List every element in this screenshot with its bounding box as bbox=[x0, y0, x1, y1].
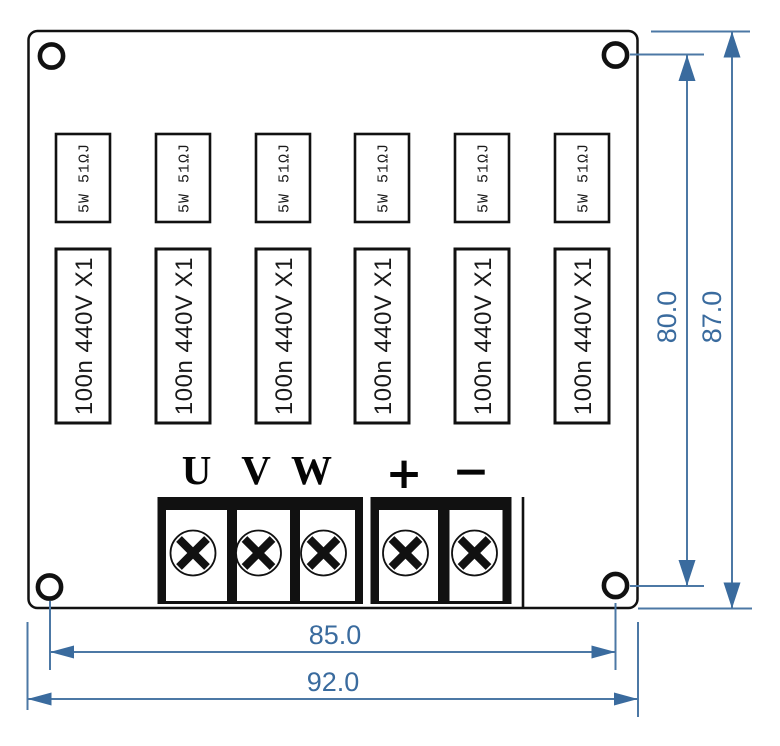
resistor-body bbox=[54, 132, 112, 224]
mounting-hole-top-right bbox=[601, 41, 630, 69]
capacitor-body bbox=[54, 247, 112, 425]
dimension-85: 85.0 bbox=[50, 620, 616, 659]
arrow-down-icon bbox=[723, 582, 741, 609]
dimension-87: 87.0 bbox=[697, 31, 741, 609]
capacitor-4: 100n 440V X1 bbox=[353, 247, 411, 425]
screw-minus bbox=[451, 529, 498, 577]
resistor-label: 5W 51ΩJ bbox=[576, 143, 593, 213]
resistor-2: 5W 51ΩJ bbox=[154, 132, 212, 224]
capacitor-label: 100n 440V X1 bbox=[171, 257, 198, 415]
terminal-block-dc bbox=[370, 497, 512, 604]
dimension-annotations: 80.0 87.0 85.0 92.0 bbox=[26, 30, 752, 717]
resistor-body bbox=[353, 132, 411, 224]
capacitor-body bbox=[453, 247, 511, 425]
terminal-label-plus: + bbox=[386, 448, 423, 499]
capacitor-label: 100n 440V X1 bbox=[470, 257, 497, 415]
screw-u bbox=[169, 529, 217, 577]
screw-w bbox=[300, 529, 347, 577]
capacitor-3: 100n 440V X1 bbox=[254, 247, 312, 425]
arrow-up-icon bbox=[678, 55, 696, 81]
resistor-body bbox=[254, 132, 312, 224]
capacitor-body bbox=[553, 247, 611, 425]
arrow-left-icon bbox=[27, 692, 52, 706]
resistor-label: 5W 51ΩJ bbox=[177, 143, 194, 213]
arrow-right-icon bbox=[591, 645, 616, 659]
resistor-4: 5W 51ΩJ bbox=[353, 132, 411, 224]
mounting-hole-bottom-right bbox=[601, 571, 630, 600]
resistor-label: 5W 51ΩJ bbox=[376, 143, 393, 213]
dim-text-92: 92.0 bbox=[307, 667, 360, 697]
resistor-body bbox=[453, 132, 511, 224]
capacitor-label: 100n 440V X1 bbox=[570, 257, 597, 415]
mounting-hole-bottom-left bbox=[35, 573, 64, 601]
capacitor-5: 100n 440V X1 bbox=[453, 247, 511, 425]
resistor-label: 5W 51ΩJ bbox=[476, 143, 493, 213]
capacitor-body bbox=[353, 247, 411, 425]
resistor-3: 5W 51ΩJ bbox=[254, 132, 312, 224]
capacitor-row: 100n 440V X1 100n 440V X1 100n 440V X1 1… bbox=[54, 247, 611, 425]
arrow-up-icon bbox=[723, 31, 741, 58]
dim-text-85: 85.0 bbox=[309, 620, 362, 650]
mounting-hole-top-left bbox=[37, 42, 66, 70]
dimension-80: 80.0 bbox=[652, 55, 696, 586]
terminal-label-v: V bbox=[241, 447, 271, 493]
resistor-5: 5W 51ΩJ bbox=[453, 132, 511, 224]
resistor-1: 5W 51ΩJ bbox=[54, 132, 112, 224]
capacitor-label: 100n 440V X1 bbox=[271, 257, 298, 415]
resistor-body bbox=[553, 132, 611, 224]
resistor-label: 5W 51ΩJ bbox=[277, 143, 294, 213]
resistor-row: 5W 51ΩJ 5W 51ΩJ 5W 51ΩJ 5W 51ΩJ 5W 51ΩJ … bbox=[54, 132, 611, 224]
screw-v bbox=[235, 529, 282, 577]
arrow-down-icon bbox=[678, 560, 696, 586]
capacitor-label: 100n 440V X1 bbox=[71, 257, 98, 415]
capacitor-body bbox=[254, 247, 312, 425]
dim-text-87: 87.0 bbox=[697, 291, 727, 344]
arrow-right-icon bbox=[614, 692, 638, 706]
terminal-label-u: U bbox=[182, 447, 212, 493]
dimension-92: 92.0 bbox=[27, 667, 638, 706]
dim-text-80: 80.0 bbox=[652, 291, 682, 344]
resistor-body bbox=[154, 132, 212, 224]
arrow-left-icon bbox=[50, 645, 74, 659]
resistor-label: 5W 51ΩJ bbox=[77, 143, 94, 213]
capacitor-2: 100n 440V X1 bbox=[154, 247, 212, 425]
capacitor-body bbox=[154, 247, 212, 425]
screw-plus bbox=[382, 529, 429, 577]
terminal-block-uvw bbox=[157, 497, 363, 604]
terminal-label-w: W bbox=[291, 447, 332, 493]
capacitor-1: 100n 440V X1 bbox=[54, 247, 112, 425]
capacitor-6: 100n 440V X1 bbox=[553, 247, 611, 425]
terminal-label-minus: − bbox=[453, 446, 490, 497]
capacitor-label: 100n 440V X1 bbox=[370, 257, 397, 415]
resistor-6: 5W 51ΩJ bbox=[553, 132, 611, 224]
